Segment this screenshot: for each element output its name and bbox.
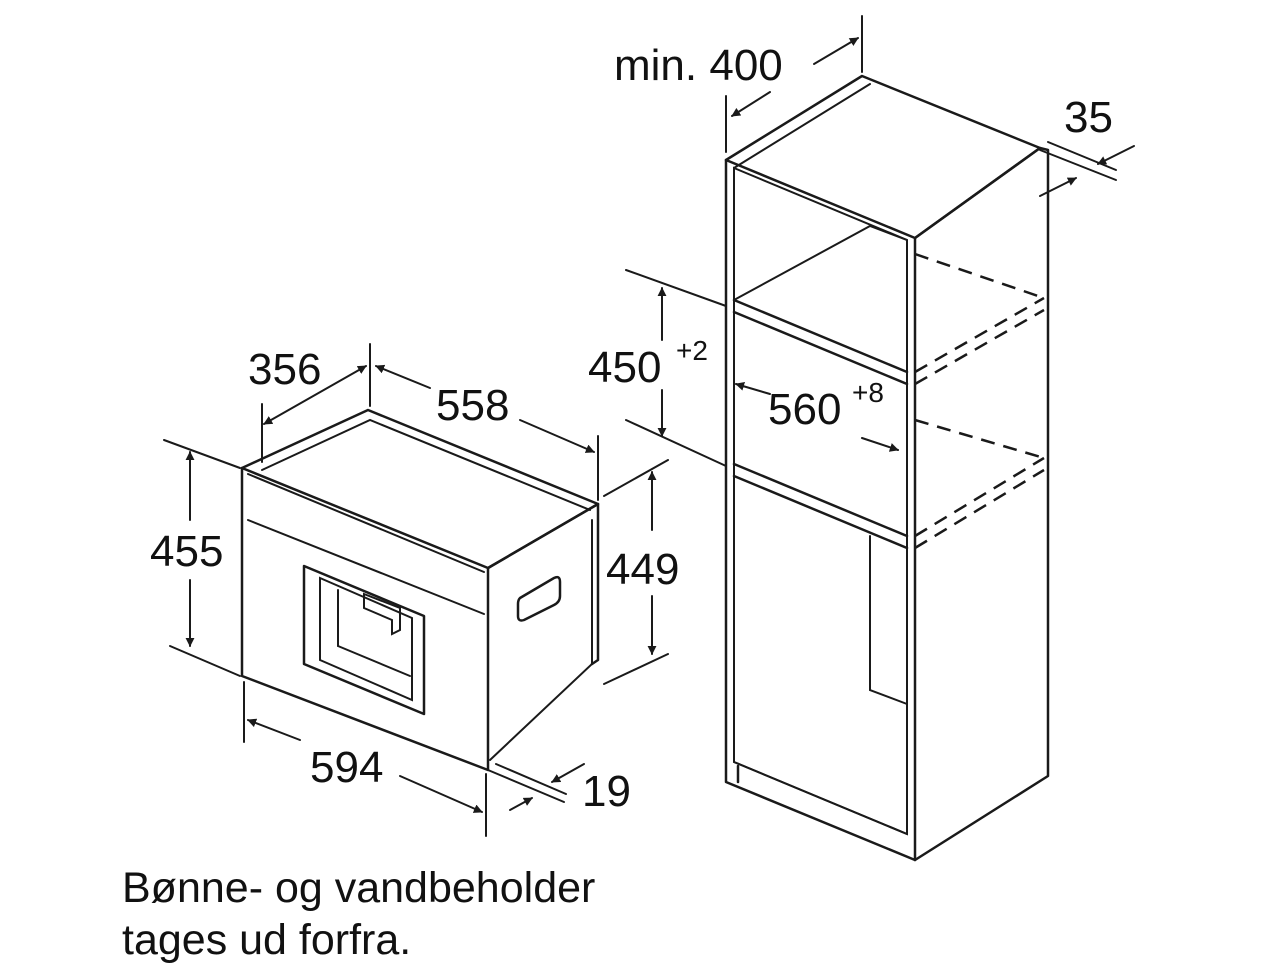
- dimension-rear-gap: 35: [1039, 93, 1135, 197]
- label-niche-width-tolerance: +8: [852, 377, 884, 408]
- caption-line-2: tages ud forfra.: [122, 916, 412, 964]
- label-niche-height-tolerance: +2: [676, 335, 708, 366]
- label-appliance-width: 558: [436, 381, 509, 430]
- dimension-appliance-width: 558: [375, 364, 599, 501]
- tall-cabinet: [724, 74, 1050, 862]
- label-niche-height: 450: [588, 343, 661, 392]
- dimension-body-height: 449: [603, 459, 679, 685]
- label-appliance-depth: 356: [248, 345, 321, 394]
- dimension-appliance-depth: 356: [248, 343, 371, 463]
- dimension-front-height: 455: [150, 439, 241, 677]
- dimension-niche-width: 560 +8: [735, 377, 899, 452]
- dimension-cabinet-depth: min. 400: [614, 15, 863, 153]
- label-cabinet-depth: min. 400: [614, 41, 783, 90]
- dimension-front-thickness: 19: [487, 763, 631, 816]
- caption: Bønne- og vandbeholder tages ud forfra.: [122, 862, 595, 966]
- label-niche-width: 560: [768, 385, 841, 434]
- dimension-front-width: 594: [243, 681, 487, 837]
- label-front-thickness: 19: [582, 767, 631, 816]
- label-body-height: 449: [606, 545, 679, 594]
- label-front-height: 455: [150, 527, 223, 576]
- label-rear-gap: 35: [1064, 93, 1113, 142]
- caption-line-1: Bønne- og vandbeholder: [122, 864, 596, 912]
- label-front-width: 594: [310, 743, 383, 792]
- dimension-niche-height: 450 +2: [588, 269, 727, 467]
- coffee-machine: [240, 408, 600, 772]
